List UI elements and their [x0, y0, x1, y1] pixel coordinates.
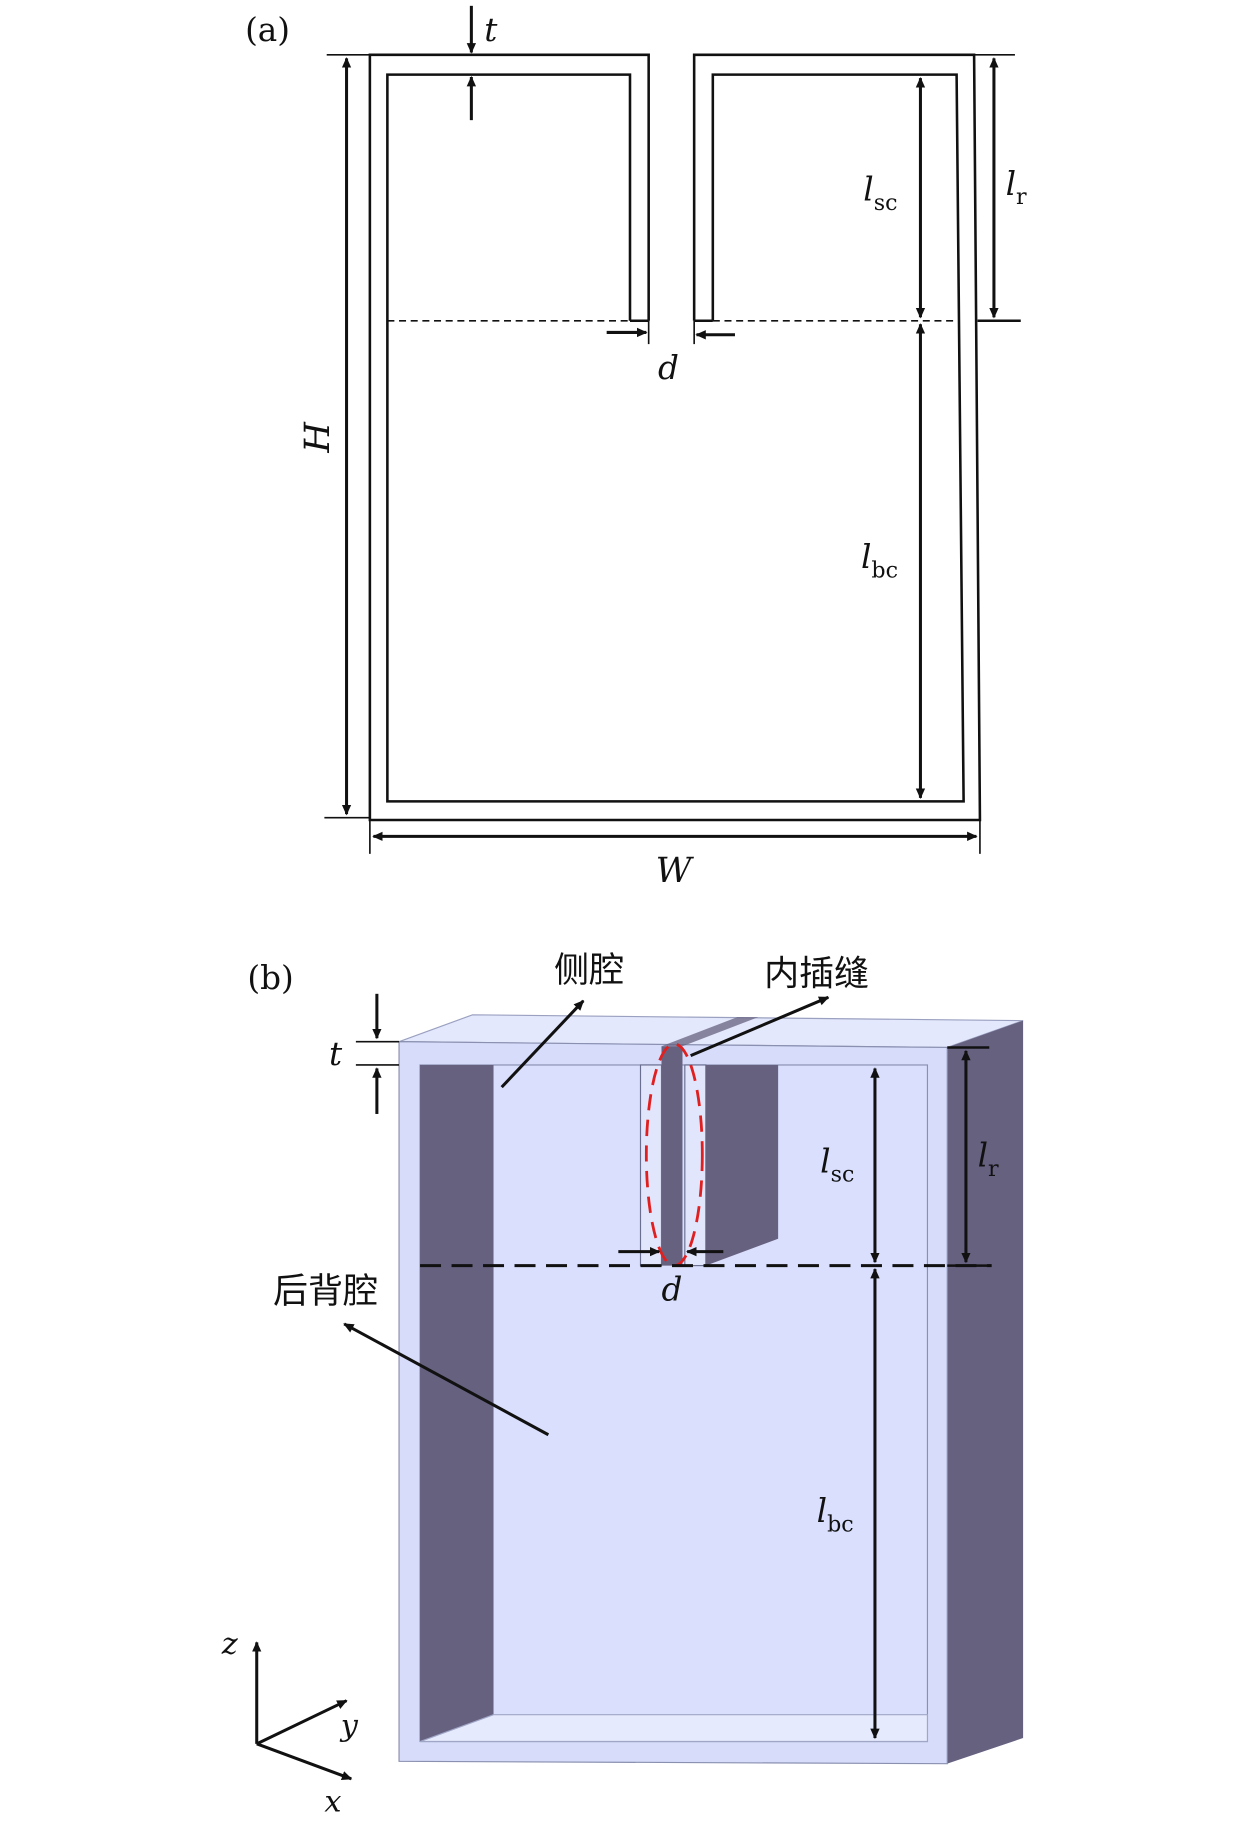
inner-slit: [661, 1046, 683, 1266]
slit-width-label: d: [661, 1271, 682, 1309]
left-inner-wall: [420, 1064, 494, 1742]
back-cavity-label: 后背腔: [273, 1272, 378, 1312]
lsc-label: lsc: [820, 1142, 854, 1187]
z-axis-label: z: [221, 1627, 239, 1662]
thickness-label: t: [329, 1035, 343, 1073]
thickness-label: t: [484, 11, 498, 49]
slit-width-label: d: [658, 349, 679, 387]
panel-a-label: (a): [245, 11, 290, 49]
coordinate-axes: z y x: [221, 1627, 359, 1819]
side-cavity-inner-wall: [705, 1064, 779, 1266]
inner-slit-label: 内插缝: [764, 955, 869, 995]
side-cavity-leader: [500, 999, 585, 1089]
height-label: H: [298, 421, 338, 454]
side-cavity-label: 侧腔: [554, 951, 624, 991]
panel-b: (b) 侧腔 内插缝 后背腔 t lsc lbc: [221, 951, 1024, 1820]
y-axis-arrow: [256, 1699, 348, 1746]
lr-label: lr: [1006, 165, 1027, 210]
width-label: W: [656, 851, 695, 891]
lbc-label: lbc: [817, 1492, 854, 1537]
inner-wall: [386, 73, 965, 803]
panel-b-label: (b): [247, 959, 293, 997]
panel-a: (a) H W t lsc lbc lr: [245, 5, 1027, 891]
back-cavity-leader: [343, 1322, 550, 1437]
lsc-label: lsc: [863, 171, 897, 216]
x-axis-arrow: [256, 1742, 353, 1781]
y-axis-label: y: [339, 1709, 359, 1744]
x-axis-label: x: [324, 1785, 341, 1820]
cavity-floor: [419, 1714, 929, 1743]
lr-label: lr: [978, 1136, 999, 1181]
inner-slit-leader: [690, 995, 830, 1058]
right-side-face: [947, 1020, 1024, 1764]
lbc-label: lbc: [861, 538, 898, 583]
outer-wall: [368, 53, 982, 822]
